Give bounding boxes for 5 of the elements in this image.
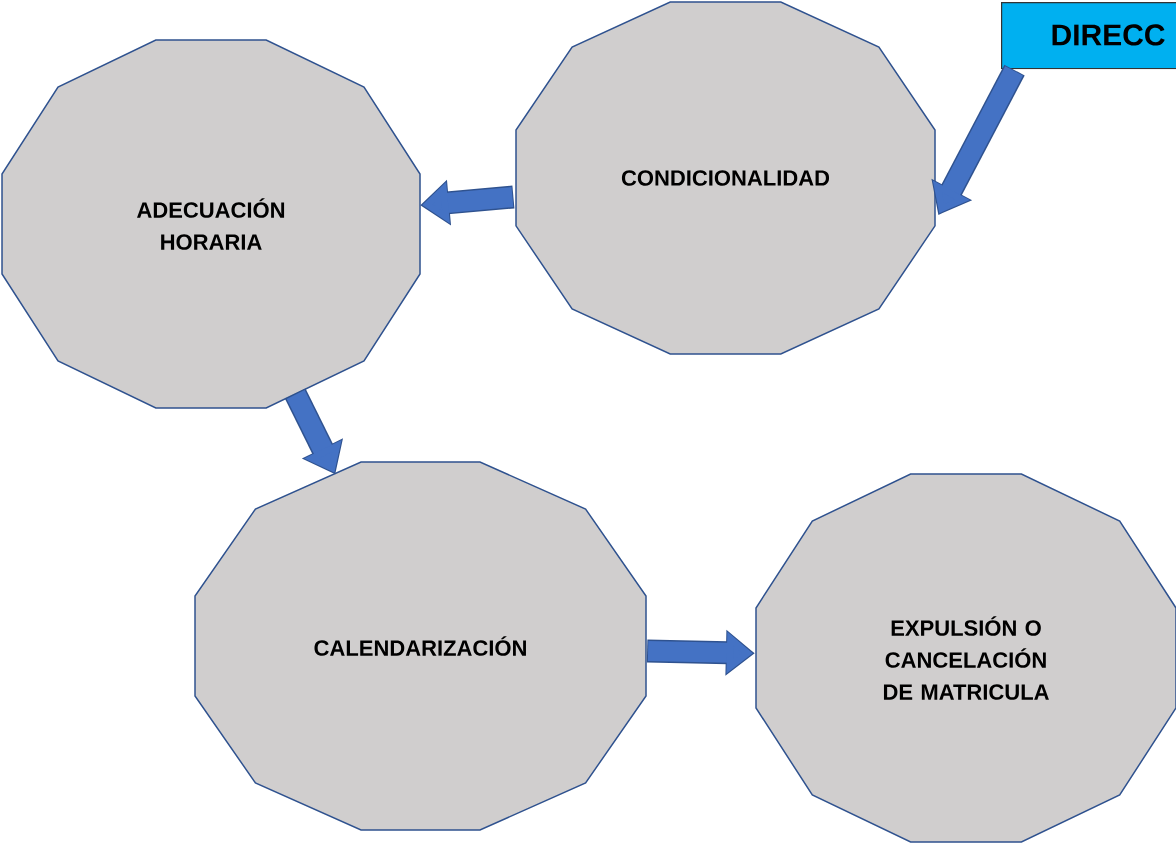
title-box: DIRECC [1001, 2, 1176, 70]
dodecagon: EXPULSIÓN O CANCELACIÓN DE MATRICULA [755, 473, 1176, 843]
dodecagon: CALENDARIZACIÓN [194, 461, 647, 831]
dodecagon: ADECUACIÓN HORARIA [1, 39, 421, 409]
dodecagon: CONDICIONALIDAD [515, 1, 936, 355]
